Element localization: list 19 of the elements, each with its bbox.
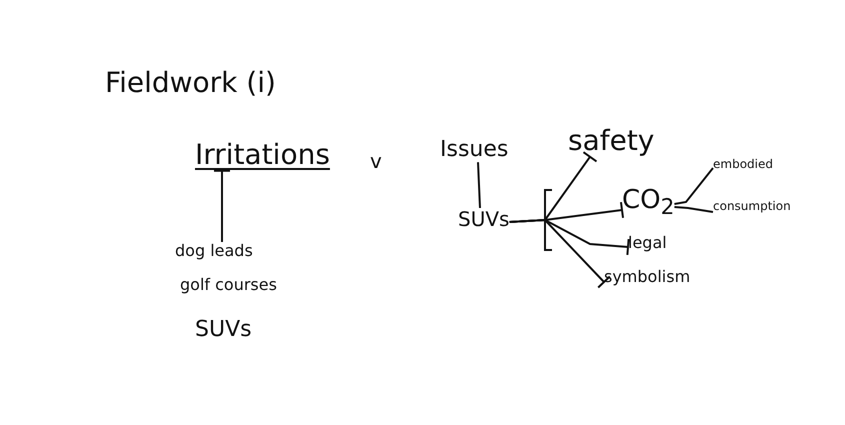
handwritten-term: SUVs [458,208,510,230]
handwritten-term: dog leads [175,242,253,260]
connector-line [674,167,714,205]
versus-label: v [370,150,382,172]
handwritten-term: embodied [713,158,773,172]
handwritten-term: safety [568,126,654,157]
handwritten-term: Irritations [195,140,330,171]
bar-ended-line [213,170,231,242]
handwritten-term: legal [628,234,667,252]
title: Fieldwork (i) [105,68,276,99]
handwritten-term: Issues [440,138,508,162]
handwritten-term: CO$_{2}$ [622,186,674,220]
handwritten-term: SUVs [195,318,252,342]
connector-line [674,206,714,213]
handwritten-term: golf courses [180,276,277,294]
handwritten-term: consumption [713,200,791,214]
connector-line [477,162,481,208]
bar-ended-line [509,218,611,289]
handwritten-term: symbolism [604,268,690,286]
